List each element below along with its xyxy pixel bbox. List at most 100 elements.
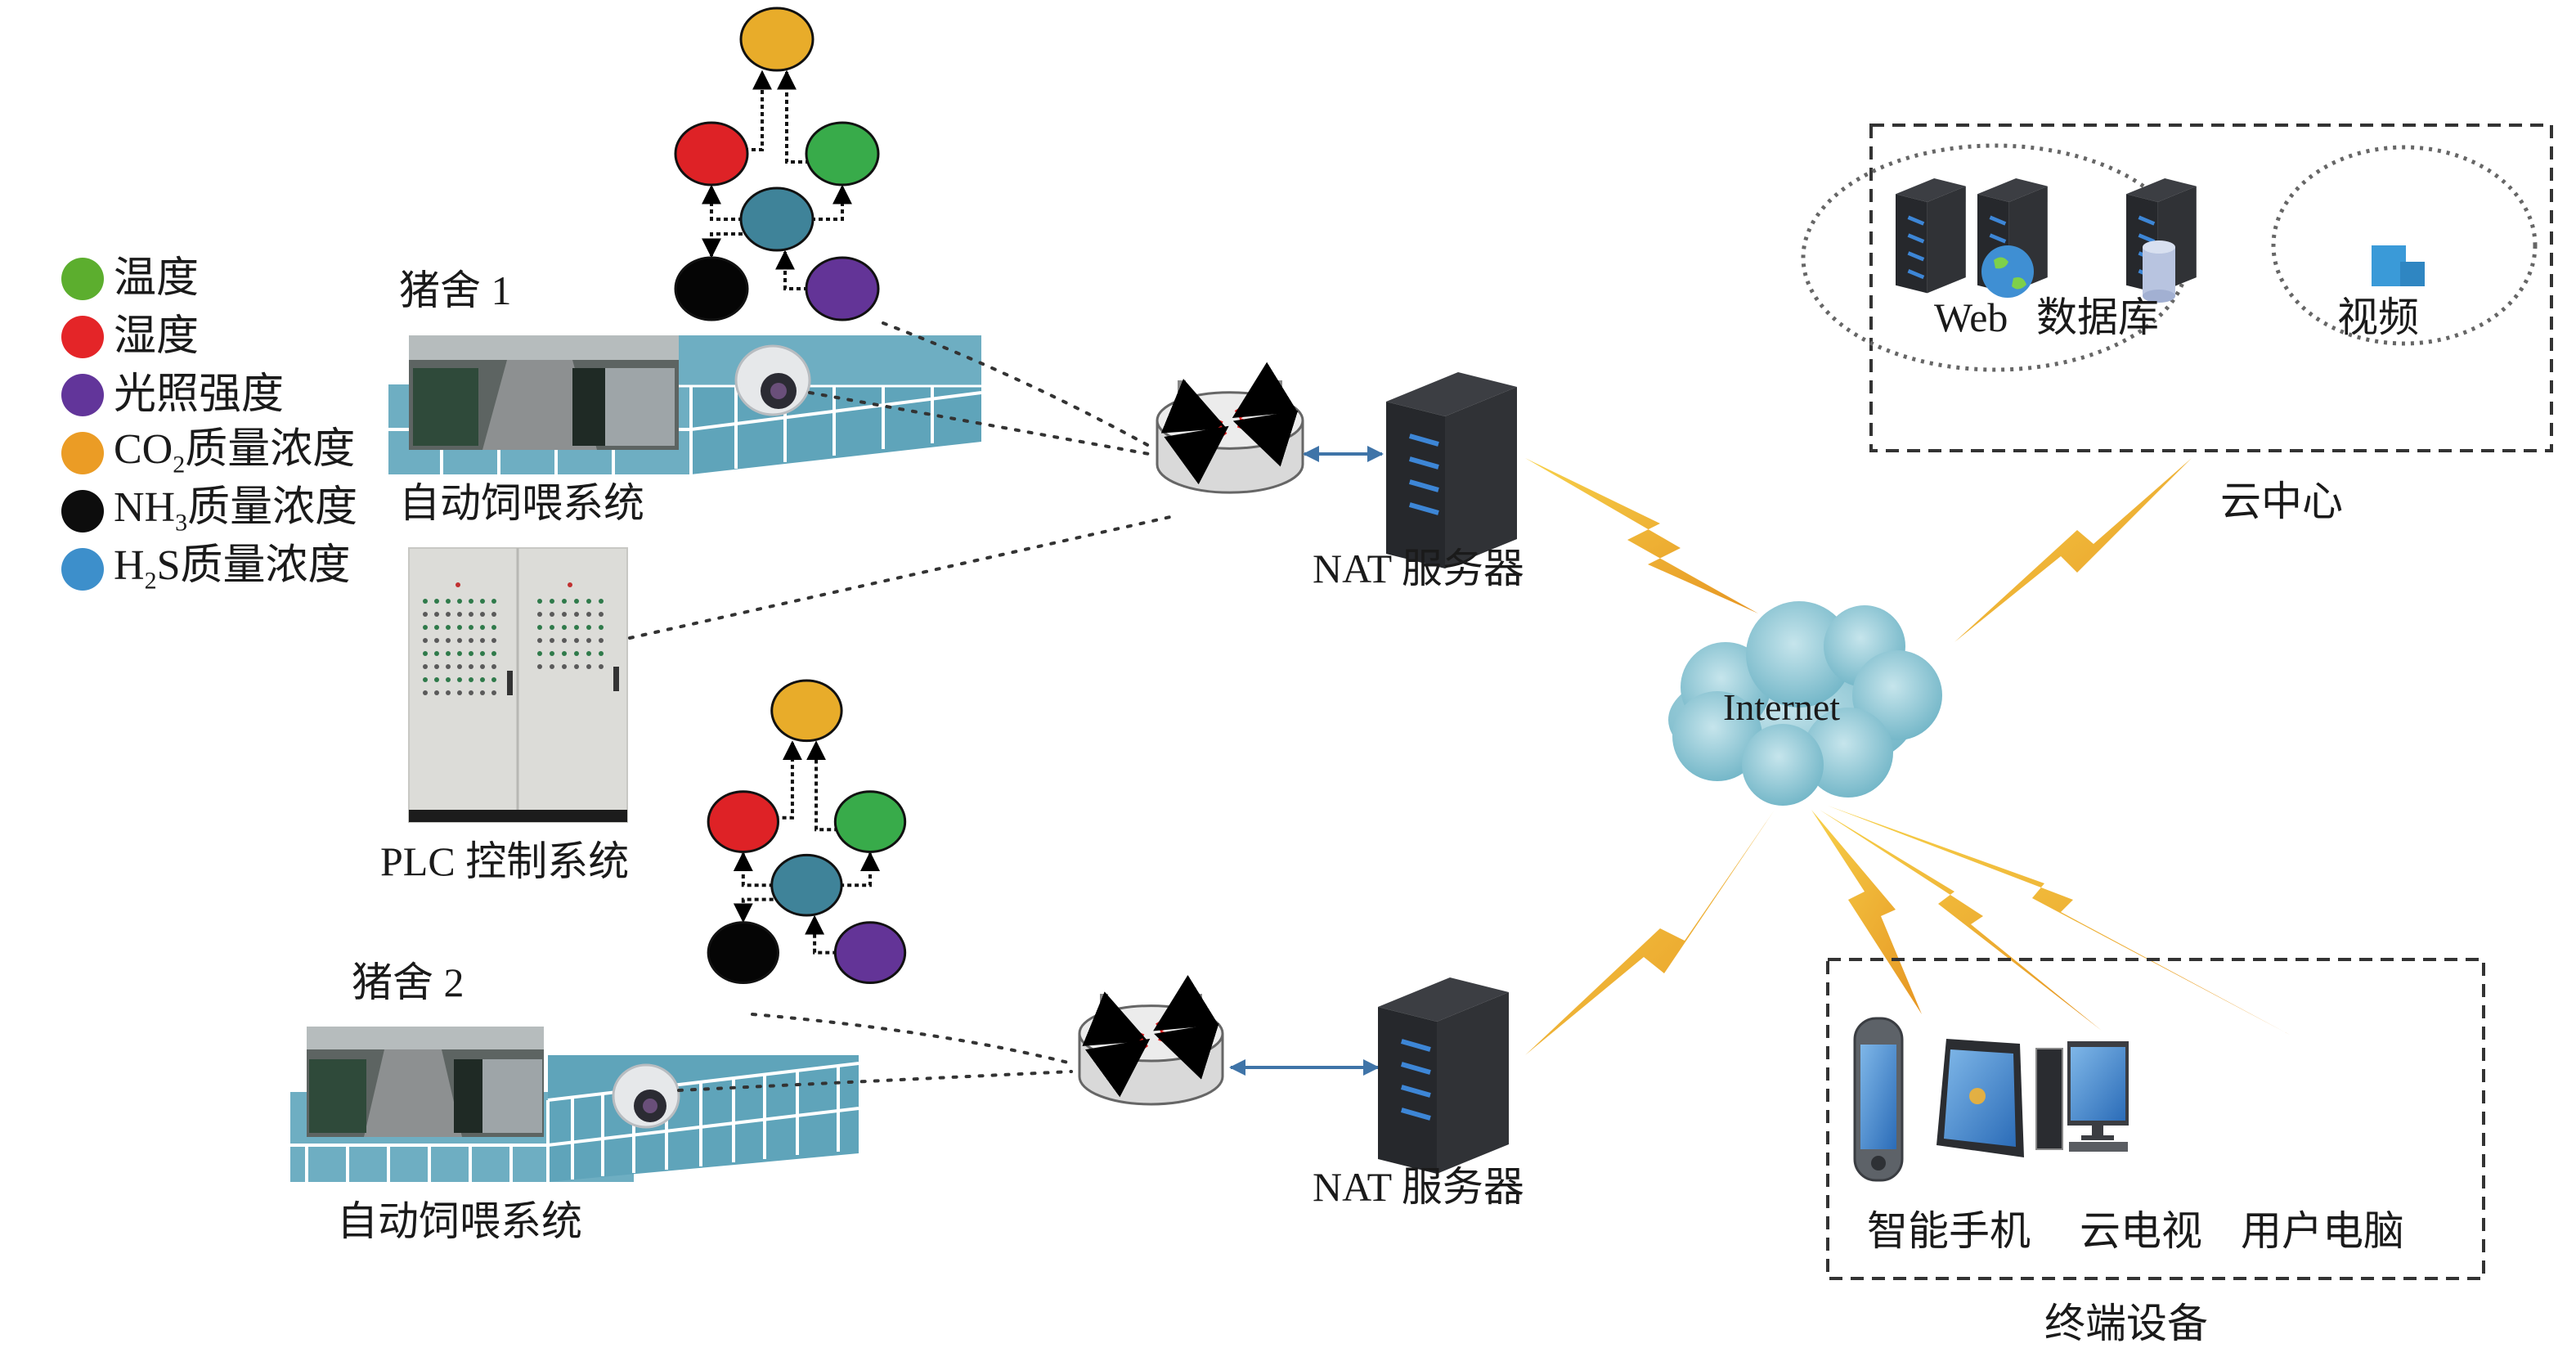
- sensor-legend: 温度 湿度 光照强度 CO2质量浓度 NH3质量浓度 H2S质量浓度: [61, 249, 357, 598]
- pig-house-2-feeding-label: 自动饲喂系统: [337, 1198, 582, 1244]
- nh3-sensor-node: [674, 256, 749, 321]
- temperature-sensor-node: [805, 121, 880, 186]
- legend-item-humidity: 湿度: [61, 308, 357, 366]
- nat-server-1-icon: [1386, 372, 1517, 568]
- link-sensor1-router1: [882, 321, 1151, 447]
- legend-dot-icon: [61, 257, 104, 300]
- lightning-internet-tv: [1820, 810, 2102, 1031]
- legend-label: CO2质量浓度: [114, 425, 356, 479]
- terminal-devices-box: [1826, 958, 2485, 1280]
- router-arrow: [1082, 991, 1148, 1046]
- web-server-icon: [1896, 178, 1966, 294]
- legend-dot-icon: [61, 489, 104, 532]
- router-arrow: [1160, 379, 1227, 434]
- pig-house-2: [290, 1027, 859, 1182]
- plc-cabinet: [408, 547, 628, 823]
- sensor-arrow: [733, 851, 774, 887]
- legend-label: H2S质量浓度: [114, 541, 351, 595]
- humidity-sensor-node: [674, 121, 749, 186]
- light-sensor-node: [833, 921, 907, 985]
- router-arrow: [1154, 1022, 1219, 1080]
- cloud-server-db-label: 数据库: [2036, 294, 2159, 340]
- smartphone-icon: [1853, 1017, 1904, 1182]
- legend-item-light: 光照强度: [61, 366, 357, 424]
- legend-dot-icon: [61, 547, 104, 591]
- cloud-server-video-label: 视频: [2337, 294, 2419, 340]
- legend-label: 湿度: [114, 312, 200, 360]
- pig-house-2-photo: [307, 1027, 544, 1137]
- sensor-arrow: [744, 70, 772, 151]
- router-icon: [1156, 362, 1304, 494]
- legend-item-co2: CO2质量浓度: [61, 424, 357, 482]
- database-icon: [2143, 240, 2175, 303]
- legend-label: 温度: [114, 254, 200, 302]
- link-plc-router1: [628, 514, 1179, 640]
- sensor-arrow: [811, 184, 852, 221]
- sensor-arrow: [774, 740, 802, 820]
- lightning-internet-cloud: [1954, 458, 2192, 642]
- nat-server-2-label: NAT 服务器: [1313, 1164, 1524, 1210]
- terminal-devices-label: 终端设备: [2044, 1301, 2208, 1346]
- sensor-arrow: [733, 897, 774, 923]
- link-camera1-router1: [808, 391, 1151, 456]
- lightning-internet-pc: [1828, 806, 2290, 1035]
- internet-label: Internet: [1723, 686, 1840, 728]
- sensor-arrow: [775, 249, 808, 290]
- video-icon: [2372, 245, 2425, 286]
- device-smartphone-label: 智能手机: [1867, 1208, 2031, 1254]
- legend-dot-icon: [61, 431, 104, 474]
- camera-icon: [734, 344, 811, 416]
- humidity-sensor-node: [707, 790, 779, 853]
- sensor-cluster-2: [707, 679, 907, 985]
- lightning-internet-phone: [1811, 810, 1922, 1014]
- device-pc-label: 用户电脑: [2241, 1208, 2404, 1254]
- pig-house-1-photo: [409, 335, 679, 450]
- camera-icon: [612, 1063, 680, 1129]
- h2s-sensor-node: [739, 186, 815, 252]
- router-arrow: [1164, 425, 1229, 485]
- cloud-server-web-label: Web: [1934, 294, 2008, 340]
- sensor-arrow: [702, 232, 743, 258]
- router-arrow: [1084, 1038, 1151, 1098]
- nh3-sensor-node: [707, 921, 779, 985]
- link-camera2-router2: [677, 1070, 1073, 1092]
- router-icon: [1078, 974, 1224, 1106]
- internet-cloud-icon: [1668, 601, 1942, 806]
- pig-house-1: [388, 335, 982, 474]
- desktop-pc-icon: [2035, 1041, 2129, 1152]
- legend-label: 光照强度: [114, 371, 285, 418]
- link-sensor2-router2: [751, 1013, 1073, 1065]
- lightning-nat1-internet: [1525, 458, 1758, 613]
- lightning-nat2-internet: [1525, 810, 1775, 1055]
- pig-house-2-title: 猪舍 2: [352, 959, 464, 1005]
- nat-server-1-label: NAT 服务器: [1313, 546, 1524, 591]
- sensor-arrow: [840, 851, 880, 887]
- h2s-sensor-node: [770, 853, 843, 917]
- sensor-arrow: [806, 740, 839, 832]
- sensor-arrow: [777, 70, 810, 164]
- pig-house-1-feeding-label: 自动饲喂系统: [399, 480, 644, 526]
- plc-buttons: [423, 582, 604, 695]
- legend-item-nh3: NH3质量浓度: [61, 482, 357, 540]
- legend-dot-icon: [61, 373, 104, 416]
- legend-dot-icon: [61, 315, 104, 358]
- globe-icon: [1981, 245, 2034, 298]
- co2-sensor-node: [739, 7, 815, 72]
- co2-sensor-node: [770, 679, 843, 743]
- pig-house-1-title: 猪舍 1: [399, 267, 512, 313]
- nat-server-2-icon: [1378, 977, 1509, 1174]
- plc-label: PLC 控制系统: [380, 838, 629, 884]
- legend-item-h2s: H2S质量浓度: [61, 540, 357, 598]
- sensor-arrow: [702, 184, 743, 221]
- sensor-cluster-1: [674, 7, 880, 321]
- router-arrow: [1232, 410, 1299, 467]
- device-tv-label: 云电视: [2080, 1208, 2202, 1254]
- legend-label: NH3质量浓度: [114, 483, 358, 537]
- temperature-sensor-node: [833, 790, 907, 853]
- legend-item-temperature: 温度: [61, 249, 357, 308]
- wireless-links: [1525, 458, 2290, 1055]
- sensor-arrow: [805, 914, 837, 955]
- cloud-center-label: 云中心: [2220, 479, 2343, 524]
- tablet-tv-icon: [1936, 1039, 2024, 1157]
